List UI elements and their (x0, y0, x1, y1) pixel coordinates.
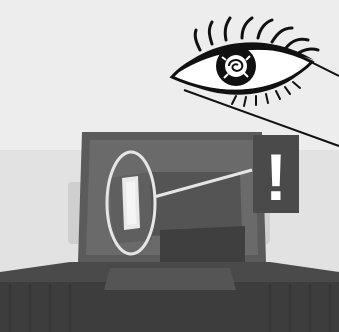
device-inner-panel (150, 172, 242, 236)
device-slot-inner (126, 181, 136, 225)
device-neck (104, 268, 236, 290)
warning-exclamation-icon: ! (265, 140, 287, 214)
device-lower-panel (160, 226, 245, 268)
